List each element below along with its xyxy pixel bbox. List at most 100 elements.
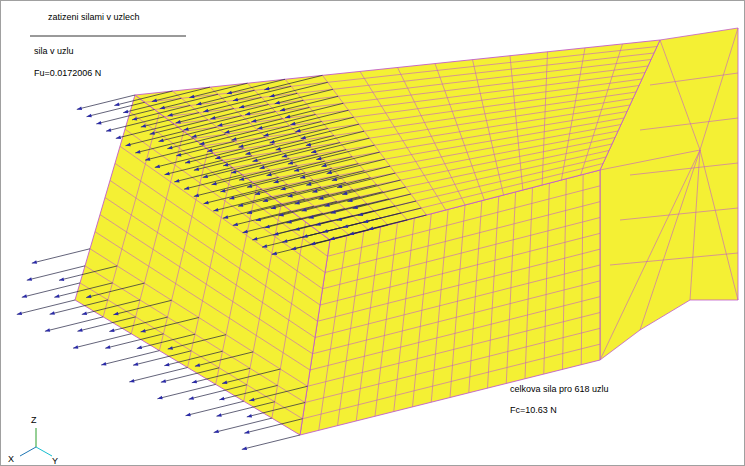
force-shaft bbox=[316, 145, 374, 159]
force-head bbox=[189, 95, 194, 98]
force-shaft bbox=[274, 168, 332, 182]
force-head bbox=[238, 144, 243, 147]
force-shaft bbox=[280, 96, 338, 110]
force-head bbox=[87, 114, 92, 117]
force-shaft bbox=[222, 369, 280, 383]
force-head bbox=[264, 87, 269, 90]
force-head bbox=[203, 174, 208, 177]
force-shaft bbox=[363, 208, 421, 222]
force-shaft bbox=[238, 133, 296, 147]
force-head bbox=[176, 120, 181, 123]
force-shaft bbox=[239, 166, 297, 180]
mesh-line bbox=[184, 73, 645, 132]
title-underline bbox=[30, 36, 186, 37]
force-shaft bbox=[247, 173, 305, 187]
force-shaft bbox=[101, 351, 159, 365]
mesh-line bbox=[308, 313, 601, 387]
mesh-line bbox=[700, 150, 738, 300]
force-shaft bbox=[294, 157, 352, 171]
force-shaft bbox=[157, 384, 215, 398]
force-head bbox=[165, 172, 170, 175]
force-shaft bbox=[288, 150, 346, 164]
force-shaft bbox=[252, 147, 310, 161]
force-shaft bbox=[150, 120, 208, 134]
force-shaft bbox=[141, 113, 199, 127]
force-head bbox=[343, 224, 348, 227]
force-head bbox=[168, 346, 173, 349]
force-head bbox=[227, 91, 232, 94]
mesh-line bbox=[291, 144, 612, 211]
force-shaft bbox=[257, 114, 315, 128]
mesh-line bbox=[80, 283, 303, 419]
force-head bbox=[281, 187, 286, 190]
force-shaft bbox=[223, 204, 281, 218]
force-head bbox=[45, 328, 50, 331]
force-shaft bbox=[17, 300, 75, 314]
force-shaft bbox=[137, 334, 195, 348]
force-shaft bbox=[247, 403, 305, 417]
force-head bbox=[195, 363, 200, 366]
mesh-line bbox=[650, 73, 738, 85]
force-head bbox=[273, 232, 278, 235]
force-head bbox=[316, 222, 321, 225]
force-head bbox=[263, 199, 268, 202]
force-head bbox=[280, 108, 285, 111]
force-head bbox=[129, 379, 134, 382]
mesh-line bbox=[640, 150, 700, 330]
force-head bbox=[310, 241, 315, 244]
mesh-line bbox=[233, 105, 631, 168]
force-head bbox=[302, 234, 307, 237]
force-head bbox=[168, 113, 173, 116]
force-head bbox=[256, 218, 261, 221]
force-shaft bbox=[249, 386, 307, 400]
force-head bbox=[252, 158, 257, 161]
force-head bbox=[239, 177, 244, 180]
mesh-line bbox=[320, 233, 600, 305]
force-head bbox=[259, 166, 264, 169]
force-shaft bbox=[325, 192, 383, 206]
force-head bbox=[191, 134, 196, 137]
force-shaft bbox=[45, 317, 103, 331]
force-shaft bbox=[158, 127, 216, 141]
force-head bbox=[321, 164, 326, 167]
force-head bbox=[353, 206, 358, 209]
force-head bbox=[306, 143, 311, 146]
force-shaft bbox=[353, 194, 411, 208]
force-head bbox=[255, 191, 260, 194]
force-head bbox=[54, 294, 59, 297]
mesh-line bbox=[700, 28, 738, 150]
force-shaft bbox=[216, 402, 274, 416]
mesh-line bbox=[223, 99, 633, 161]
force-head bbox=[332, 178, 337, 181]
force-shaft bbox=[245, 100, 303, 114]
force-shaft bbox=[306, 131, 364, 145]
force-shaft bbox=[301, 124, 359, 138]
force-shaft bbox=[238, 192, 296, 206]
force-head bbox=[199, 141, 204, 144]
mesh-line bbox=[100, 215, 313, 354]
mesh-line bbox=[690, 150, 700, 300]
force-head bbox=[223, 163, 228, 166]
force-shaft bbox=[224, 119, 282, 133]
force-shaft bbox=[217, 112, 275, 126]
force-head bbox=[300, 175, 305, 178]
force-head bbox=[282, 154, 287, 157]
force-shaft bbox=[32, 249, 90, 263]
mesh-line bbox=[610, 253, 738, 265]
x-axis bbox=[20, 447, 36, 456]
force-shaft bbox=[195, 352, 253, 366]
force-head bbox=[150, 131, 155, 134]
force-head bbox=[265, 225, 270, 228]
force-head bbox=[157, 396, 162, 399]
force-shaft bbox=[174, 168, 232, 182]
force-head bbox=[363, 219, 368, 222]
force-shaft bbox=[215, 144, 273, 158]
force-shaft bbox=[264, 75, 322, 89]
force-head bbox=[245, 112, 250, 115]
mesh-line bbox=[105, 198, 315, 338]
force-head bbox=[184, 127, 189, 130]
force-head bbox=[217, 123, 222, 126]
force-head bbox=[263, 133, 268, 136]
force-shaft bbox=[368, 215, 426, 229]
force-shaft bbox=[255, 180, 313, 194]
